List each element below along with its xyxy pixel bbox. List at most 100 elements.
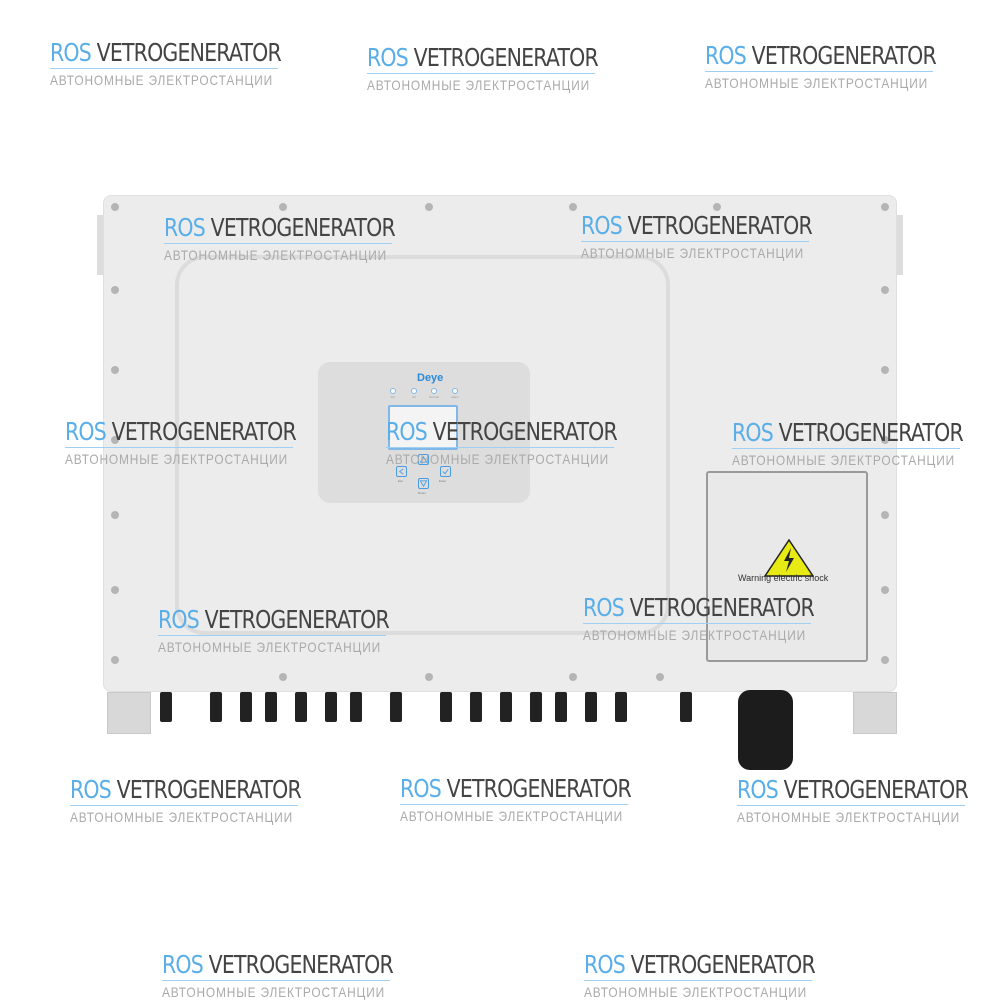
mount-ear	[897, 215, 903, 275]
watermark-brand-b: VETROGENERATOR	[208, 950, 394, 979]
watermark-brand-a: ROS	[164, 213, 206, 242]
watermark-underline	[400, 804, 628, 805]
watermark-subtitle: АВТОНОМНЫЕ ЭЛЕКТРОСТАНЦИИ	[583, 627, 807, 643]
mc4-connector	[390, 692, 402, 722]
warning-triangle-icon	[764, 539, 814, 577]
arrow-up-icon	[419, 455, 428, 463]
watermark-brand-b: VETROGENERATOR	[210, 213, 396, 242]
watermark-underline	[732, 448, 960, 449]
screw-icon	[881, 511, 889, 519]
mc4-connector	[470, 692, 482, 722]
watermark-underline	[386, 447, 614, 448]
watermark-brand-a: ROS	[386, 417, 428, 446]
watermark: ROS VETROGENERATOR АВТОНОМНЫЕ ЭЛЕКТРОСТАН…	[164, 213, 396, 263]
watermark-subtitle: АВТОНОМНЫЕ ЭЛЕКТРОСТАНЦИИ	[367, 77, 591, 93]
watermark-brand-a: ROS	[732, 418, 774, 447]
watermark-brand-b: VETROGENERATOR	[629, 593, 815, 622]
watermark: ROS VETROGENERATOR АВТОНОМНЫЕ ЭЛЕКТРОСТАН…	[386, 417, 618, 467]
mounting-foot	[107, 692, 151, 734]
enter-button[interactable]	[440, 466, 451, 477]
mc4-connector	[295, 692, 307, 722]
watermark-brand-a: ROS	[70, 775, 112, 804]
led-dc	[390, 388, 396, 394]
chevron-left-icon	[398, 468, 404, 475]
watermark-underline	[65, 447, 293, 448]
watermark-underline	[581, 241, 809, 242]
lcd-screen	[388, 405, 458, 450]
watermark-subtitle: АВТОНОМНЫЕ ЭЛЕКТРОСТАНЦИИ	[737, 809, 961, 825]
watermark-subtitle: АВТОНОМНЫЕ ЭЛЕКТРОСТАНЦИИ	[386, 451, 610, 467]
screw-icon	[881, 366, 889, 374]
watermark-underline	[162, 980, 390, 981]
watermark-brand-b: VETROGENERATOR	[783, 775, 969, 804]
mc4-connector	[325, 692, 337, 722]
lightning-icon	[784, 548, 794, 572]
check-icon	[442, 468, 449, 475]
led-normal	[431, 388, 437, 394]
screw-icon	[279, 203, 287, 211]
down-button[interactable]	[418, 478, 429, 489]
watermark-brand-b: VETROGENERATOR	[751, 41, 937, 70]
watermark-brand-b: VETROGENERATOR	[204, 605, 390, 634]
watermark-underline	[50, 68, 278, 69]
arrow-down-icon	[419, 480, 428, 488]
watermark-underline	[158, 635, 386, 636]
watermark-brand-a: ROS	[581, 211, 623, 240]
key-label: Esc	[398, 479, 404, 483]
watermark-brand-b: VETROGENERATOR	[116, 775, 302, 804]
screw-icon	[881, 436, 889, 444]
mc4-connector	[555, 692, 567, 722]
watermark-subtitle: АВТОНОМНЫЕ ЭЛЕКТРОСТАНЦИИ	[400, 808, 624, 824]
screw-icon	[881, 286, 889, 294]
watermark: ROS VETROGENERATOR АВТОНОМНЫЕ ЭЛЕКТРОСТАН…	[162, 950, 394, 1000]
watermark-underline	[367, 73, 595, 74]
screw-icon	[111, 436, 119, 444]
led-alarm	[452, 388, 458, 394]
mc4-connector	[440, 692, 452, 722]
mc4-connector	[160, 692, 172, 722]
screw-icon	[279, 673, 287, 681]
watermark-brand-a: ROS	[162, 950, 204, 979]
watermark-underline	[737, 805, 965, 806]
screw-icon	[111, 656, 119, 664]
watermark-brand-b: VETROGENERATOR	[446, 774, 632, 803]
watermark-subtitle: АВТОНОМНЫЕ ЭЛЕКТРОСТАНЦИИ	[65, 451, 289, 467]
watermark-underline	[705, 71, 933, 72]
watermark-brand-b: VETROGENERATOR	[432, 417, 618, 446]
watermark-subtitle: АВТОНОМНЫЕ ЭЛЕКТРОСТАНЦИИ	[164, 247, 388, 263]
screw-icon	[111, 203, 119, 211]
up-button[interactable]	[418, 454, 429, 465]
watermark-underline	[584, 980, 812, 981]
brand-logo: Deye	[417, 372, 444, 384]
watermark-brand-a: ROS	[50, 38, 92, 67]
watermark-brand-b: VETROGENERATOR	[111, 417, 297, 446]
mounting-foot	[853, 692, 897, 734]
mc4-connector	[240, 692, 252, 722]
junction-box: Warning electric shock	[706, 471, 868, 662]
screw-icon	[881, 656, 889, 664]
mc4-connector	[585, 692, 597, 722]
mc4-connector	[350, 692, 362, 722]
esc-button[interactable]	[396, 466, 407, 477]
watermark-brand-a: ROS	[584, 950, 626, 979]
led-label: Alarm	[451, 395, 459, 399]
watermark-subtitle: АВТОНОМНЫЕ ЭЛЕКТРОСТАНЦИИ	[162, 984, 386, 1000]
watermark-underline	[164, 243, 392, 244]
watermark-brand-b: VETROGENERATOR	[778, 418, 964, 447]
watermark-underline	[583, 623, 811, 624]
led-label: DC	[390, 395, 396, 399]
watermark-brand-a: ROS	[400, 774, 442, 803]
screw-icon	[425, 673, 433, 681]
screw-icon	[111, 366, 119, 374]
key-label: Enter	[439, 479, 447, 483]
screw-icon	[111, 511, 119, 519]
